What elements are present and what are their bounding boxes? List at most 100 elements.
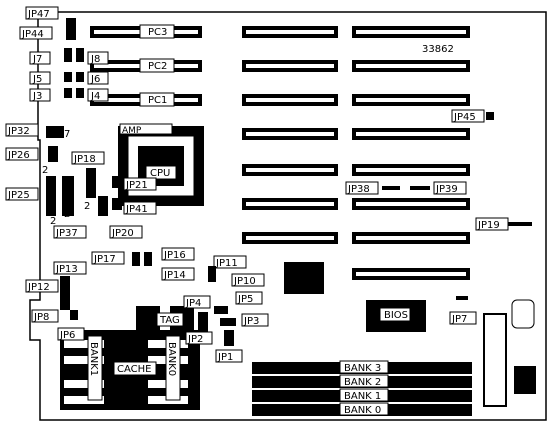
bank-3-label: BANK 3 — [339, 360, 389, 374]
svg-text:JP44: JP44 — [21, 29, 44, 40]
slot-label-pc2: PC2 — [139, 58, 175, 73]
j3-label: J3 — [29, 88, 51, 102]
jp11-label: JP11 — [213, 255, 247, 269]
simm-banks: BANK 3 BANK 2 BANK 1 BANK 0 — [252, 360, 472, 416]
svg-text:JP14: JP14 — [163, 270, 186, 281]
header-blocks — [46, 126, 122, 216]
jp14-label: JP14 — [161, 267, 195, 281]
svg-text:PC1: PC1 — [148, 95, 167, 106]
svg-text:J6: J6 — [90, 74, 100, 85]
jp45-label: JP45 — [451, 109, 485, 123]
header-jp21 — [112, 176, 122, 188]
jp26-pin-mark: 2 — [42, 165, 48, 176]
svg-text:PC2: PC2 — [148, 61, 167, 72]
jp2-label: JP2 — [185, 331, 213, 345]
j4-label: J4 — [87, 88, 109, 102]
tag-label: TAG — [156, 312, 184, 327]
jp19-label: JP19 — [475, 217, 509, 231]
svg-text:JP19: JP19 — [477, 220, 500, 231]
jp1-label: JP1 — [215, 349, 243, 363]
chipset — [284, 262, 324, 294]
jp37-label: JP37 — [53, 225, 87, 239]
svg-text:CPU: CPU — [150, 168, 170, 179]
header-jp20 — [98, 196, 108, 216]
svg-text:JP41: JP41 — [125, 204, 148, 215]
jp10-label: JP10 — [231, 273, 265, 287]
jumper-labels: JP47 JP44 J7 J8 J5 J6 J3 J4 JP32 JP26 JP… — [5, 6, 509, 363]
svg-text:BIOS: BIOS — [384, 310, 408, 321]
svg-text:JP16: JP16 — [163, 250, 186, 261]
svg-text:JP47: JP47 — [27, 9, 50, 20]
svg-text:TAG: TAG — [159, 315, 180, 326]
jp12-label: JP12 — [25, 279, 59, 293]
jp25-pin-mark: 2 — [50, 216, 56, 227]
svg-text:J7: J7 — [32, 54, 42, 65]
jp32-pin-mark: 7 — [64, 129, 70, 140]
board-number: 33862 — [422, 44, 454, 55]
j6-label: J6 — [87, 71, 109, 85]
svg-text:JP38: JP38 — [347, 184, 370, 195]
svg-text:JP3: JP3 — [243, 316, 259, 327]
svg-text:JP8: JP8 — [33, 312, 49, 323]
cpu-socket: AMP CPU — [118, 123, 204, 206]
svg-text:BANK0: BANK0 — [166, 342, 177, 376]
header-jp41 — [112, 198, 122, 210]
svg-text:BANK 0: BANK 0 — [344, 405, 381, 416]
jp37-pin-mark: 2 — [64, 209, 70, 220]
jp16-label: JP16 — [161, 247, 195, 261]
svg-text:JP4: JP4 — [185, 298, 201, 309]
svg-text:BANK1: BANK1 — [88, 342, 99, 376]
svg-text:BANK 2: BANK 2 — [344, 377, 381, 388]
jp4-label: JP4 — [183, 295, 211, 309]
top-left-pins — [64, 18, 84, 98]
header-jp37 — [62, 176, 74, 216]
header-jp18 — [86, 168, 96, 198]
svg-text:JP2: JP2 — [187, 334, 203, 345]
power-connector — [483, 313, 507, 407]
svg-text:J4: J4 — [90, 91, 100, 102]
jp3-label: JP3 — [241, 313, 269, 327]
svg-text:JP17: JP17 — [93, 254, 116, 265]
j5-label: J5 — [29, 71, 51, 85]
svg-text:JP12: JP12 — [27, 282, 50, 293]
svg-text:JP37: JP37 — [55, 228, 78, 239]
jp20-label: JP20 — [109, 225, 143, 239]
svg-text:JP21: JP21 — [125, 180, 148, 191]
jp7-label: JP7 — [449, 311, 477, 325]
svg-text:PC3: PC3 — [148, 27, 167, 38]
jp47-label: JP47 — [25, 6, 59, 20]
header-jp25 — [46, 176, 56, 216]
header-jp26 — [48, 146, 58, 162]
keyboard-connector — [514, 366, 536, 394]
svg-text:BANK 3: BANK 3 — [344, 363, 381, 374]
jp38-label: JP38 — [345, 181, 379, 195]
svg-text:JP6: JP6 — [59, 330, 75, 341]
slot-label-pc1: PC1 — [139, 92, 175, 107]
jp32-label: JP32 — [5, 123, 39, 137]
j8-label: J8 — [87, 51, 109, 65]
bios-label: BIOS — [379, 307, 411, 322]
cache-bank1-label: BANK1 — [87, 335, 103, 401]
svg-text:JP39: JP39 — [435, 184, 458, 195]
svg-text:JP45: JP45 — [453, 112, 476, 123]
svg-text:J3: J3 — [32, 91, 42, 102]
j7-label: J7 — [29, 51, 51, 65]
jp41-label: JP41 — [123, 201, 157, 215]
svg-text:JP11: JP11 — [215, 258, 238, 269]
amp-label: AMP — [122, 126, 142, 136]
jp5-label: JP5 — [235, 291, 263, 305]
svg-text:JP25: JP25 — [7, 190, 30, 201]
svg-text:J5: J5 — [32, 74, 42, 85]
slot-label-pc3: PC3 — [139, 24, 175, 39]
svg-text:JP5: JP5 — [237, 294, 253, 305]
cache-label: CACHE — [113, 361, 157, 376]
jp8-label: JP8 — [31, 309, 59, 323]
jp13-label: JP13 — [53, 261, 87, 275]
jp6-label: JP6 — [57, 327, 85, 341]
bank-1-label: BANK 1 — [339, 388, 389, 402]
small-pin-headers — [60, 112, 532, 346]
jp21-label: JP21 — [123, 177, 157, 191]
svg-text:JP1: JP1 — [217, 352, 233, 363]
svg-text:JP18: JP18 — [73, 154, 96, 165]
